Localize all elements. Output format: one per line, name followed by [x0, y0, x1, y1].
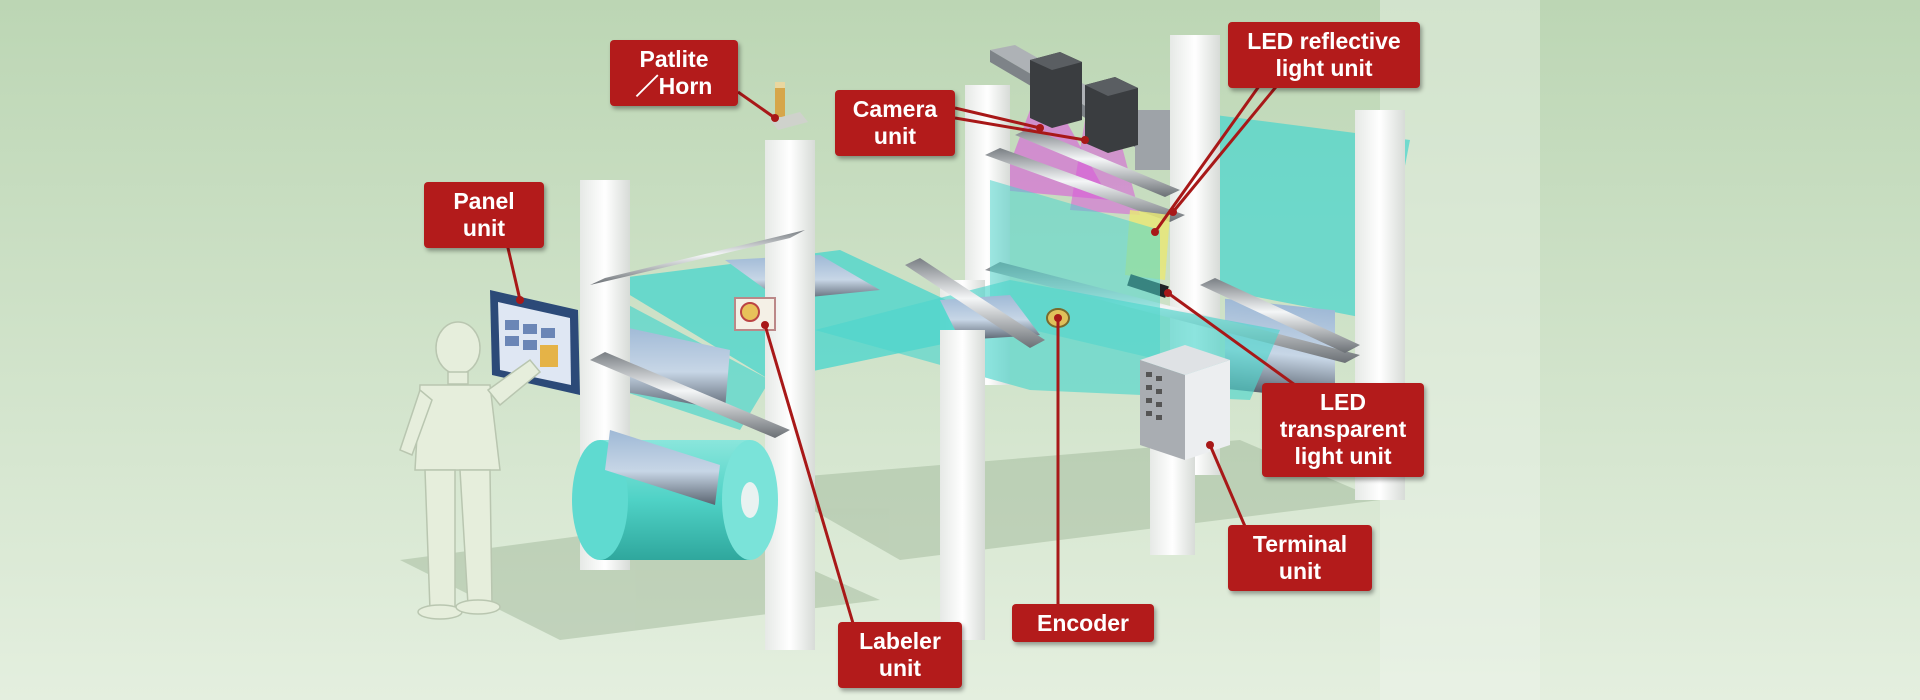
led-transparent-label-line2: transparent: [1279, 416, 1407, 442]
led-transparent-label-line3: light unit: [1294, 443, 1392, 469]
led-reflective-label: LED reflective light unit: [1228, 22, 1420, 88]
led-transparent-label-line1: LED: [1320, 389, 1366, 415]
led-reflective-label-line2: light unit: [1275, 55, 1373, 81]
labeler-unit-label: Labeler unit: [838, 622, 962, 688]
labeler-unit-label-line1: Labeler: [859, 628, 941, 654]
encoder-label-line1: Encoder: [1036, 610, 1130, 636]
led-transparent-label: LED transparent light unit: [1262, 383, 1424, 477]
camera-unit-label: Camera unit: [835, 90, 955, 156]
panel-unit-label-line2: unit: [462, 215, 506, 241]
patlite-horn-label-line2: ／Horn: [635, 73, 713, 99]
labeler-icon: [734, 297, 776, 331]
terminal-box-icon: [1140, 345, 1230, 460]
camera-unit-label-line2: unit: [873, 123, 917, 149]
patlite-horn-label: Patlite ／Horn: [610, 40, 738, 106]
terminal-unit-label-line2: unit: [1278, 558, 1322, 584]
touch-panel-icon: [490, 290, 580, 395]
leader-dots: [516, 114, 1214, 449]
patlite-horn-label-line1: Patlite: [639, 46, 709, 72]
background-glow: [1380, 0, 1540, 700]
feed-roll: [572, 430, 778, 560]
camera-icon: [1030, 52, 1138, 153]
camera-unit-label-line1: Camera: [852, 96, 938, 122]
panel-unit-label: Panel unit: [424, 182, 544, 248]
person-figure-icon: [399, 321, 542, 620]
signal-tower-icon: [770, 82, 808, 130]
panel-unit-label-line1: Panel: [453, 188, 515, 214]
led-reflective-label-line1: LED reflective: [1247, 28, 1401, 54]
terminal-unit-label: Terminal unit: [1228, 525, 1372, 591]
encoder-label: Encoder: [1012, 604, 1154, 642]
lower-rollers: [590, 230, 1045, 438]
terminal-unit-label-line1: Terminal: [1252, 531, 1348, 557]
leader-lines: [503, 81, 1303, 631]
labeler-unit-label-line2: unit: [878, 655, 922, 681]
